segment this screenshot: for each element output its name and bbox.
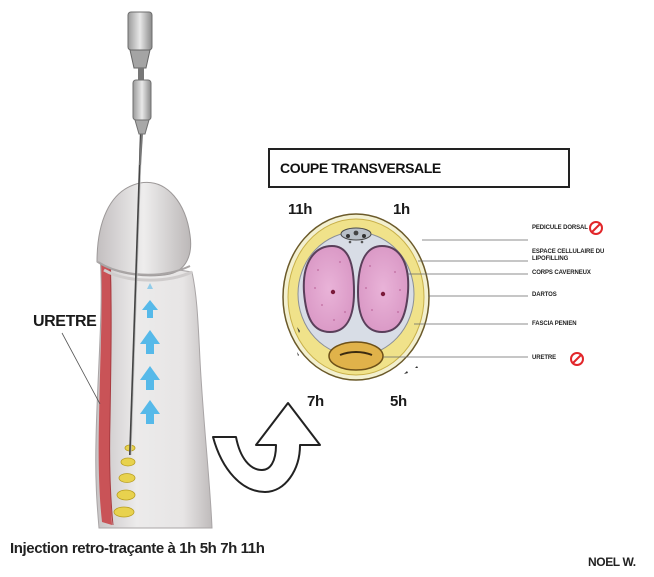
injection-caption: Injection retro-traçante à 1h 5h 7h 11h [10,540,264,557]
label-dartos: DARTOS [532,292,557,299]
uretre-leader-line [62,333,100,404]
clock-label-5h: 5h [390,393,407,410]
label-fascia-penien: FASCIA PENIEN [532,321,577,328]
penis-illustration [96,100,212,528]
cross-section [283,214,429,380]
uretre-section [329,342,383,370]
label-espace-cellulaire: ESPACE CELLULAIRE DU LIPOFILLING [532,249,622,263]
penis-shaft [96,258,212,528]
cross-section-title: COUPE TRANSVERSALE [268,148,570,188]
prohibited-icon [590,222,602,234]
label-pedicule-dorsal: PEDICULE DORSAL [532,225,588,232]
clock-label-7h: 7h [307,393,324,410]
label-corps-caverneux: CORPS CAVERNEUX [532,270,591,277]
author-credit: NOEL W. [588,555,636,569]
penis-glans [97,182,191,275]
clock-label-1h: 1h [393,201,410,218]
clock-label-11h: 11h [288,201,312,218]
prohibited-icon [571,353,583,365]
uretre-label: URETRE [33,313,96,331]
curved-arrow-icon [213,403,320,492]
label-uretre-section: URETRE [532,355,556,362]
